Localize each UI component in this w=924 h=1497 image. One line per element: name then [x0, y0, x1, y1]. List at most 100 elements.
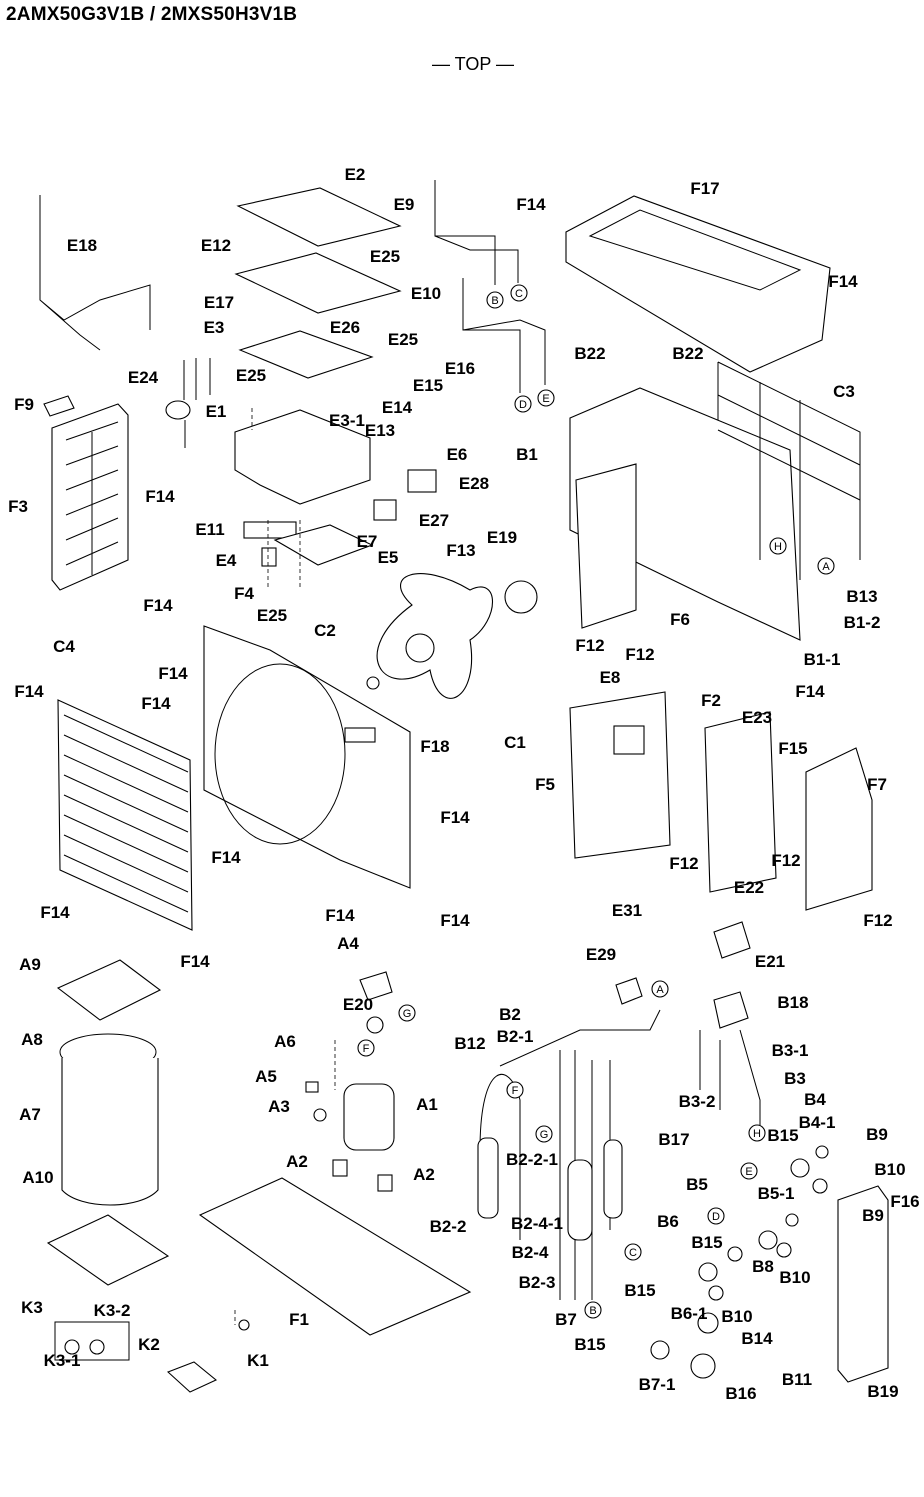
part-a4-terminal-cover: [359, 971, 393, 1001]
part-a9-top-cover: [56, 959, 162, 1021]
part-label: B4-1: [799, 1113, 836, 1132]
part-label: E4: [216, 551, 237, 570]
part-label: B2-4: [512, 1243, 549, 1262]
part-label: E6: [447, 445, 468, 464]
part-b3-piping: [699, 1029, 761, 1140]
part-e12-cover: [234, 252, 402, 314]
part-b9-nut-lower: [785, 1213, 799, 1227]
part-b8-nut: [727, 1246, 743, 1262]
part-label: B1-1: [804, 650, 841, 669]
part-label: F14: [141, 694, 171, 713]
connection-marker: G: [398, 1004, 416, 1022]
part-label: F2: [701, 691, 721, 710]
part-f5-panel: [569, 691, 671, 859]
part-label: F12: [771, 851, 800, 870]
part-a3-washer: [313, 1108, 327, 1122]
part-label: B16: [725, 1384, 756, 1403]
part-a2-cushion-right: [377, 1174, 393, 1192]
part-e9-sensor: [434, 180, 519, 285]
part-label: B12: [454, 1034, 485, 1053]
part-e2-cover: [236, 187, 402, 247]
part-label: E15: [413, 376, 443, 395]
part-label: E25: [388, 330, 418, 349]
part-label: B19: [867, 1382, 898, 1401]
part-b7-valve: [650, 1340, 670, 1360]
part-b6-valve: [698, 1262, 718, 1282]
part-label: E31: [612, 901, 642, 920]
part-label: E25: [257, 606, 287, 625]
part-k3-2: [89, 1339, 105, 1355]
part-a5-part: [305, 1081, 319, 1093]
part-label: F14: [440, 911, 470, 930]
part-e29-coil: [615, 977, 643, 1005]
part-label: C4: [53, 637, 75, 656]
connection-marker-circle: [486, 291, 504, 309]
part-label: A2: [413, 1165, 435, 1184]
part-label: E12: [201, 236, 231, 255]
part-b4-valve: [790, 1158, 810, 1178]
part-e18-harness: [39, 195, 151, 351]
part-label: F14: [795, 682, 825, 701]
part-label: B3-1: [772, 1041, 809, 1060]
part-b10-nut-upper: [812, 1178, 828, 1194]
part-label: F14: [14, 682, 44, 701]
connection-marker-letter: A: [822, 561, 830, 573]
part-label: F1: [289, 1310, 309, 1329]
part-label: B15: [624, 1281, 655, 1300]
part-label: E16: [445, 359, 475, 378]
part-e19-motor: [504, 580, 538, 614]
part-label: E11: [195, 520, 224, 539]
part-label: F17: [690, 179, 719, 198]
connection-marker: C: [624, 1243, 642, 1261]
part-b14-nut: [697, 1312, 719, 1334]
part-label: A3: [268, 1097, 290, 1116]
part-label: E10: [411, 284, 441, 303]
part-label: E8: [600, 668, 621, 687]
part-label: B1-2: [844, 613, 881, 632]
part-label: B15: [767, 1126, 798, 1145]
part-e11-block: [243, 521, 297, 539]
part-label: E3-1: [329, 411, 365, 430]
part-e21-coil: [713, 921, 751, 959]
part-label: E18: [67, 236, 97, 255]
part-label: A10: [22, 1168, 53, 1187]
connection-marker-circle: [510, 284, 528, 302]
part-label: B9: [862, 1206, 884, 1225]
part-label: E22: [734, 878, 764, 897]
part-label: K1: [247, 1351, 269, 1370]
part-e10-sensor: [462, 278, 546, 393]
part-label: F14: [211, 848, 241, 867]
part-label: F13: [446, 541, 475, 560]
part-label: F14: [325, 906, 355, 925]
part-b16-nut: [690, 1353, 716, 1379]
part-a7-jacket: [61, 1058, 159, 1206]
view-orientation-label: — TOP —: [432, 54, 515, 74]
connection-marker: E: [740, 1162, 758, 1180]
part-f2-panel: [704, 711, 777, 893]
connection-marker: D: [707, 1207, 725, 1225]
part-label: E19: [487, 528, 517, 547]
connection-marker-circle: [624, 1243, 642, 1261]
connection-marker-circle: [817, 557, 835, 575]
part-e24-coil: [165, 400, 191, 420]
part-label: B8: [752, 1257, 774, 1276]
part-f7-cover: [805, 747, 873, 911]
part-e3-plate: [238, 330, 374, 379]
part-label: B22: [672, 344, 703, 363]
connection-marker-circle: [651, 980, 669, 998]
part-label: B10: [779, 1268, 810, 1287]
part-label: F9: [14, 395, 34, 414]
connection-marker-letter: E: [745, 1166, 752, 1178]
part-label: F14: [40, 903, 70, 922]
connection-marker-circle: [398, 1004, 416, 1022]
part-label: F12: [863, 911, 892, 930]
part-k2-bracket: [166, 1361, 218, 1393]
part-label: E28: [459, 474, 489, 493]
part-label: F15: [778, 739, 807, 758]
part-e8-component: [613, 725, 645, 755]
connection-marker-circle: [535, 1125, 553, 1143]
part-outlines: [39, 180, 889, 1393]
part-label: F4: [234, 584, 254, 603]
